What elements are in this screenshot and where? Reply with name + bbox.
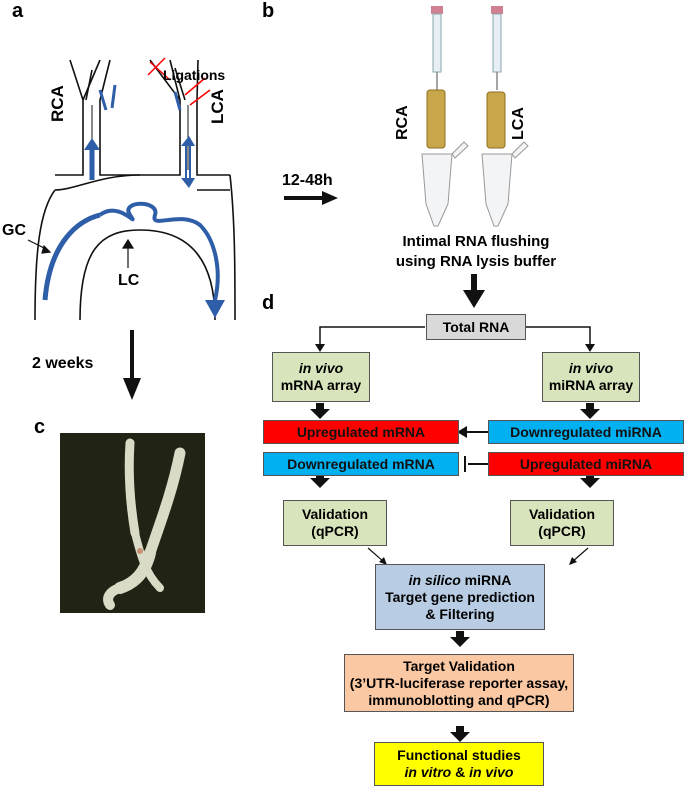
mirna-array-italic: in vivo: [568, 360, 614, 376]
insilico-prediction-box: in silico miRNA Target gene prediction &…: [375, 564, 545, 630]
downregulated-mirna-label: Downregulated miRNA: [510, 423, 662, 440]
arch-outer-left: [34, 189, 56, 321]
rca-segment: [426, 89, 446, 149]
mirna-array-label: miRNA array: [548, 377, 634, 393]
flowchart-connectors: [310, 326, 600, 742]
in-vivo-label: in vivo: [469, 764, 514, 780]
panel-label-c: c: [34, 416, 46, 438]
insilico-title: in silico miRNA: [409, 572, 512, 589]
syringe-icon: [431, 6, 443, 90]
upregulated-mirna-label: Upregulated miRNA: [519, 455, 653, 472]
flushing-caption: Intimal RNA flushing using RNA lysis buf…: [366, 232, 586, 272]
mrna-array-label: mRNA array: [280, 377, 362, 393]
time-arrow: [284, 191, 338, 205]
carotid-ligation-schematic: [27, 57, 236, 321]
insilico-italic: in silico: [408, 571, 461, 588]
validation-right-box: Validation (qPCR): [510, 500, 614, 546]
validation-left-box: Validation (qPCR): [283, 500, 387, 546]
flushing-caption-line2: using RNA lysis buffer: [395, 253, 557, 270]
lc-label: LC: [118, 272, 140, 289]
arch-outer-right: [229, 174, 236, 321]
weeks-arrow: [123, 330, 141, 400]
flushing-illustration: [421, 6, 529, 227]
insilico-rest: miRNA: [460, 571, 512, 588]
total-rna-label: Total RNA: [442, 318, 510, 335]
tube-label-lca: LCA: [510, 107, 527, 140]
gc-label: GC: [2, 222, 26, 239]
validation-right-qpcr: (qPCR): [538, 523, 586, 539]
downregulated-mrna-label: Downregulated mRNA: [287, 455, 435, 472]
functional-studies-box: Functional studies in vitro & in vivo: [374, 742, 544, 786]
arch-flow-loops: [98, 201, 220, 301]
ligations-label: Ligations: [163, 67, 226, 83]
target-validation-box: Target Validation (3’UTR-luciferase repo…: [344, 654, 574, 712]
filtering-label: & Filtering: [425, 605, 495, 622]
dissected-artery-photo: [60, 433, 205, 613]
mrna-array-italic: in vivo: [298, 360, 344, 376]
validation-right-label: Validation: [528, 506, 596, 522]
syringe-icon: [491, 6, 503, 90]
functional-studies-subtitle: in vitro & in vivo: [405, 764, 514, 781]
mrna-array-box: in vivo mRNA array: [272, 352, 370, 402]
target-prediction-label: Target gene prediction: [385, 588, 535, 605]
ligation-marks: [147, 57, 211, 106]
rca-outer-wall: [55, 59, 84, 176]
rca-label: RCA: [48, 85, 67, 122]
panel-label-d: d: [262, 292, 275, 314]
total-rna-box: Total RNA: [426, 314, 526, 340]
eppendorf-tube-icon: [481, 141, 529, 227]
flushing-caption-line1: Intimal RNA flushing: [402, 233, 550, 250]
time-label: 12-48h: [282, 172, 333, 189]
target-validation-line3: immunoblotting and qPCR): [368, 691, 550, 708]
rca-inner-branch: [82, 59, 101, 101]
upregulated-mrna-box: Upregulated mRNA: [263, 420, 459, 444]
arch-flow-left: [42, 212, 101, 301]
validation-left-qpcr: (qPCR): [311, 523, 359, 539]
lca-label-a: LCA: [208, 89, 227, 124]
upregulated-mrna-label: Upregulated mRNA: [296, 423, 426, 440]
mirna-array-box: in vivo miRNA array: [542, 352, 640, 402]
lca-oscillatory-arrow: [181, 136, 195, 146]
panel-label-b: b: [262, 0, 275, 22]
down-arrow: [463, 274, 485, 308]
upregulated-mirna-box: Upregulated miRNA: [488, 452, 684, 476]
target-validation-title: Target Validation: [403, 657, 515, 674]
eppendorf-tube-icon: [421, 141, 469, 227]
arch-inner: [79, 229, 216, 321]
lca-segment: [486, 91, 506, 149]
downregulated-mirna-box: Downregulated miRNA: [488, 420, 684, 444]
in-vitro-label: in vitro: [404, 764, 452, 780]
lca-outer-wall: [196, 59, 230, 176]
weeks-label: 2 weeks: [32, 355, 94, 372]
ampersand: &: [451, 764, 470, 780]
validation-left-label: Validation: [301, 506, 369, 522]
target-validation-line2: (3’UTR-luciferase reporter assay,: [349, 674, 569, 691]
functional-studies-title: Functional studies: [397, 747, 521, 763]
panel-label-a: a: [12, 0, 24, 22]
tube-label-rca: RCA: [394, 105, 411, 140]
downregulated-mrna-box: Downregulated mRNA: [263, 452, 459, 476]
